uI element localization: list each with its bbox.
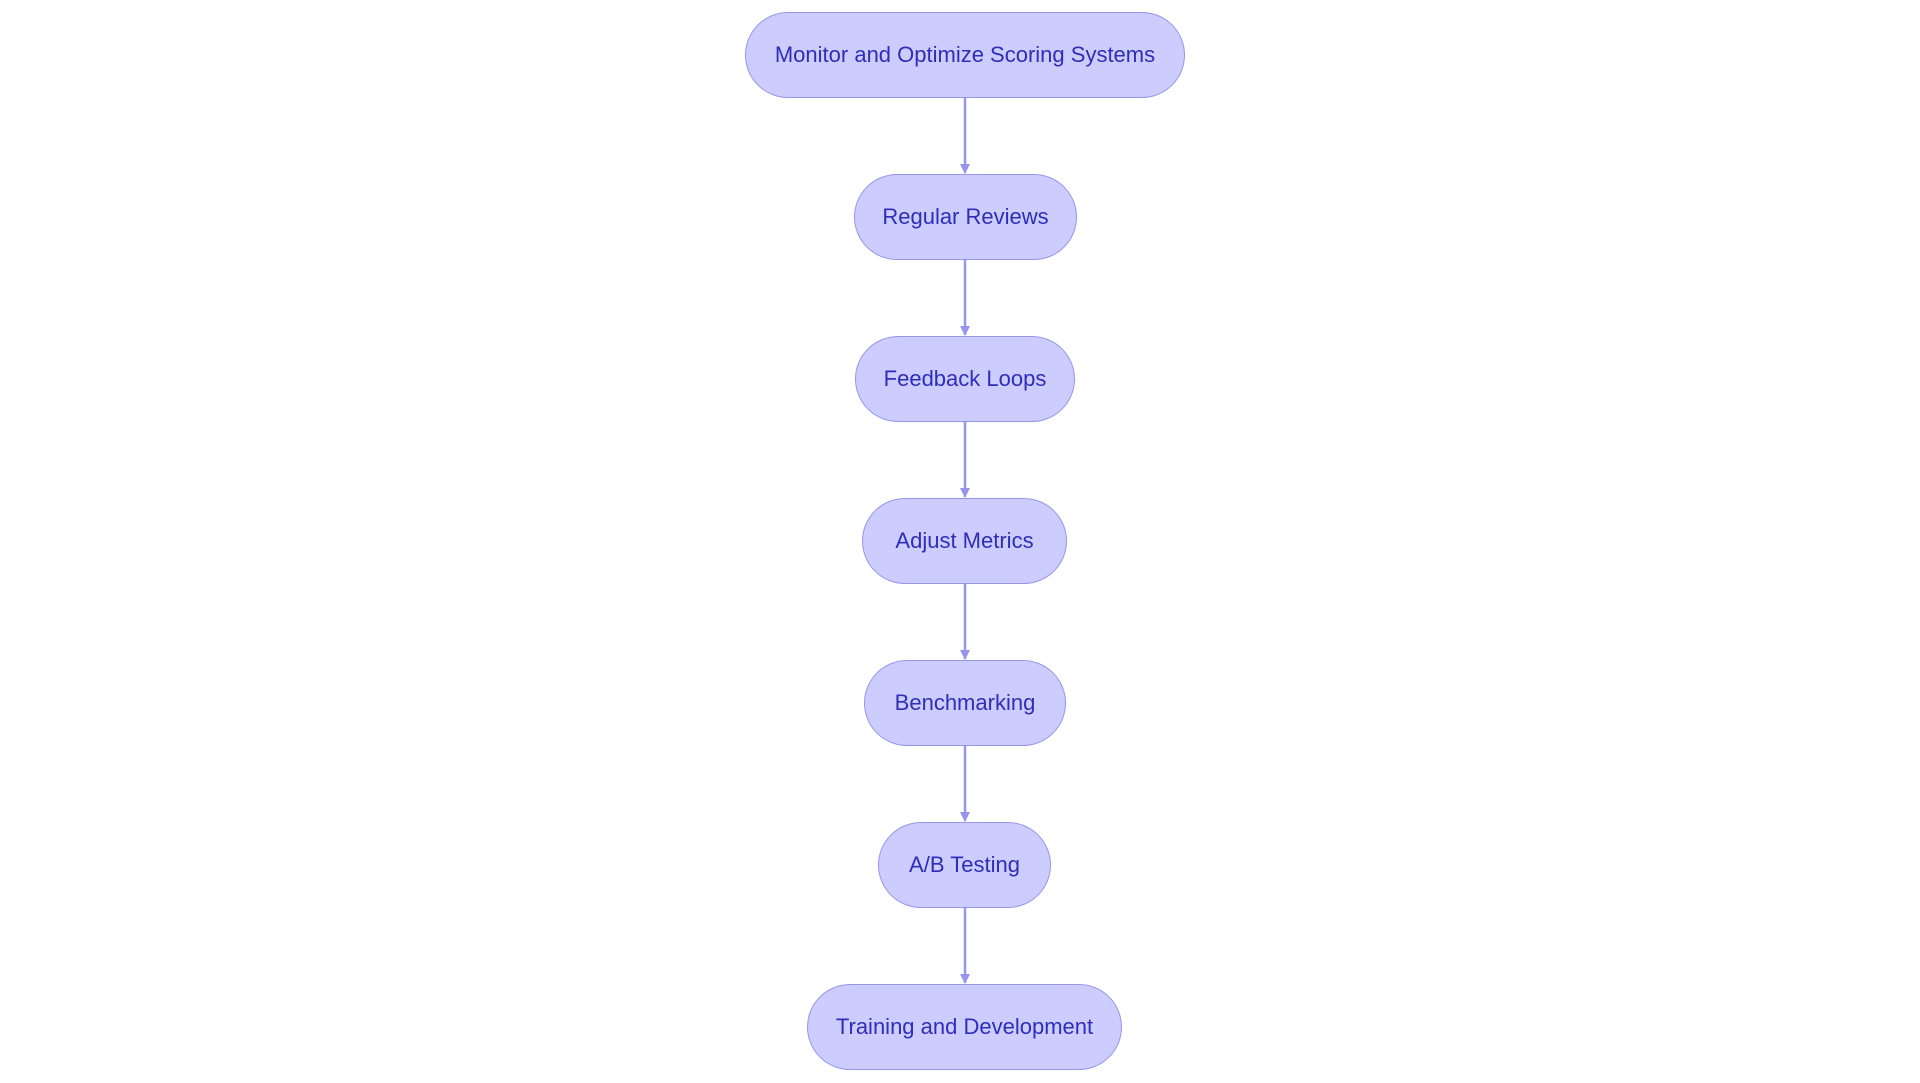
node-adjust-metrics: Adjust Metrics [862, 498, 1067, 584]
node-monitor-and-optimize-scoring-systems: Monitor and Optimize Scoring Systems [745, 12, 1185, 98]
node-regular-reviews: Regular Reviews [854, 174, 1077, 260]
node-benchmarking: Benchmarking [864, 660, 1066, 746]
node-training-and-development: Training and Development [807, 984, 1122, 1070]
node-ab-testing: A/B Testing [878, 822, 1051, 908]
node-feedback-loops: Feedback Loops [855, 336, 1075, 422]
